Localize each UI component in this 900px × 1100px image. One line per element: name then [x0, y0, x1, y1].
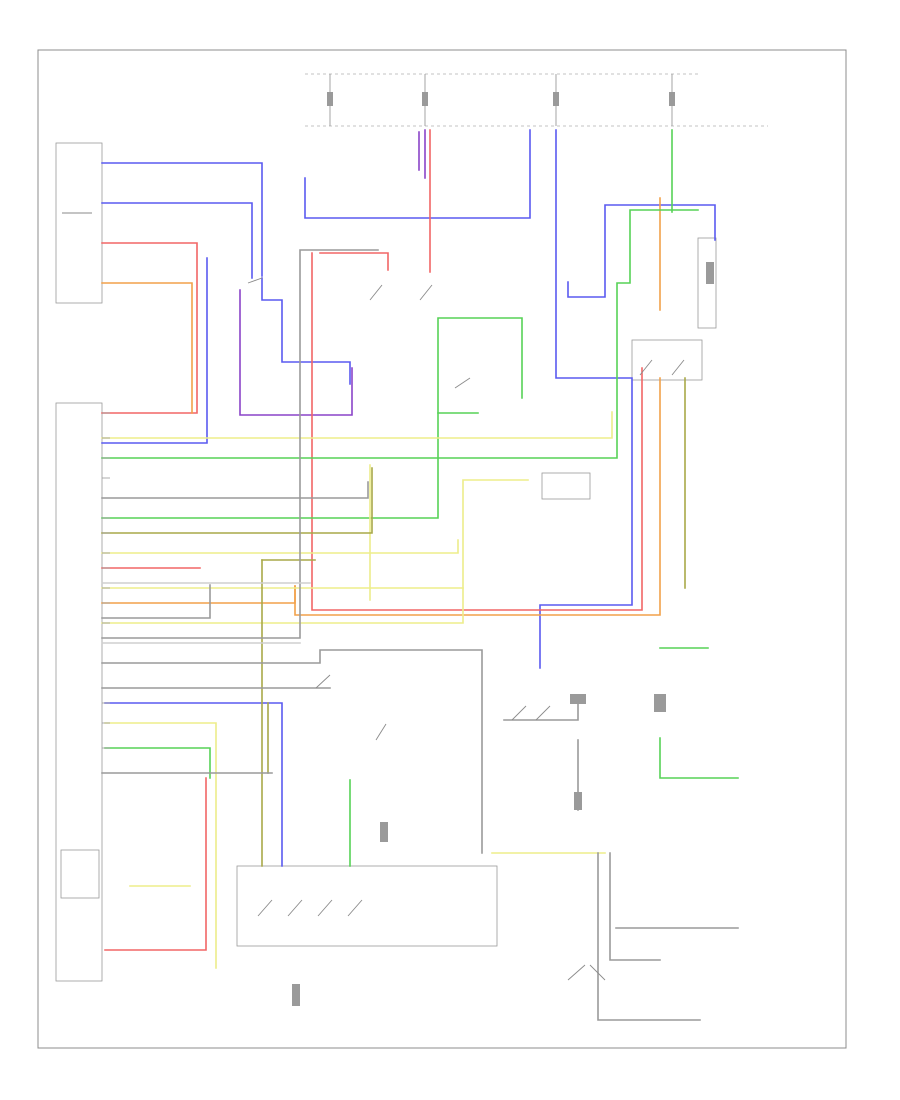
combination-unit-box — [631, 339, 703, 381]
connector-symbols — [292, 262, 714, 1006]
fuse-symbols — [327, 92, 675, 106]
wires-purple — [239, 129, 426, 416]
instrument-cluster-box — [55, 402, 103, 982]
wires-olive — [101, 377, 686, 867]
wires-yellow — [101, 411, 613, 969]
vehicle-speed-sensor-box — [541, 472, 591, 500]
wires-orange — [101, 197, 661, 616]
wires-gray-light — [101, 582, 311, 644]
cruise-control-switch-box — [55, 142, 103, 304]
fuse-drops — [329, 74, 673, 126]
diagram-frame — [37, 49, 847, 1049]
wires-green — [101, 129, 739, 867]
cluster-inner-box — [60, 849, 100, 899]
pin-marks — [102, 412, 110, 774]
cruise-actuator-box — [697, 237, 717, 329]
wires-red — [101, 129, 643, 951]
cruise-control-unit-box — [236, 865, 498, 947]
switch-symbols — [62, 212, 685, 981]
